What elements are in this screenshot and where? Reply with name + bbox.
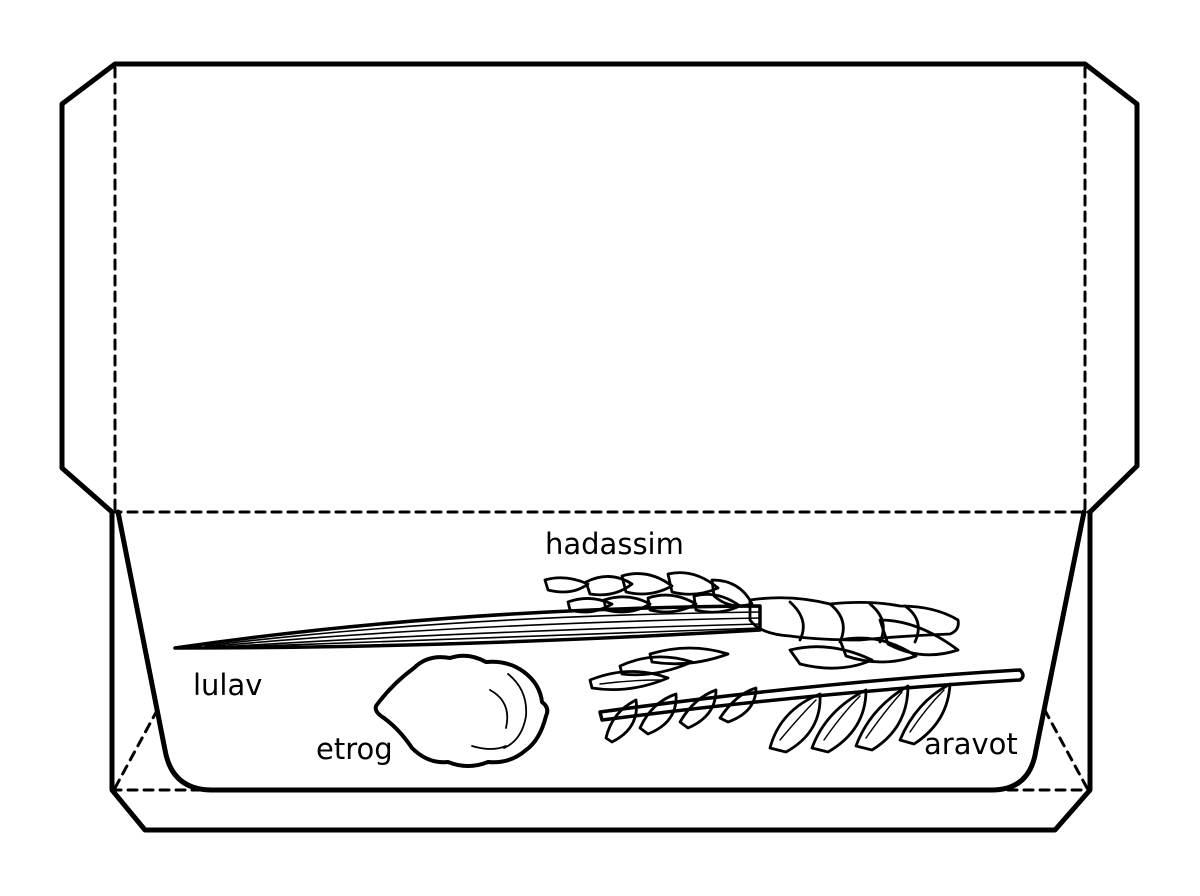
label-hadassim: hadassim: [545, 527, 684, 561]
etrog-drawing: [373, 653, 550, 768]
bottom-fold-lines: [110, 703, 1092, 792]
aravot-drawing: [588, 618, 1025, 754]
envelope-outline: [59, 61, 1140, 833]
label-lulav: lulav: [193, 668, 263, 702]
lulav-drawing: [173, 604, 762, 650]
hadassim-drawing: [543, 571, 960, 644]
label-etrog: etrog: [316, 732, 393, 766]
label-aravot: aravot: [924, 727, 1018, 761]
top-flap-fold-lines: [110, 66, 1092, 514]
